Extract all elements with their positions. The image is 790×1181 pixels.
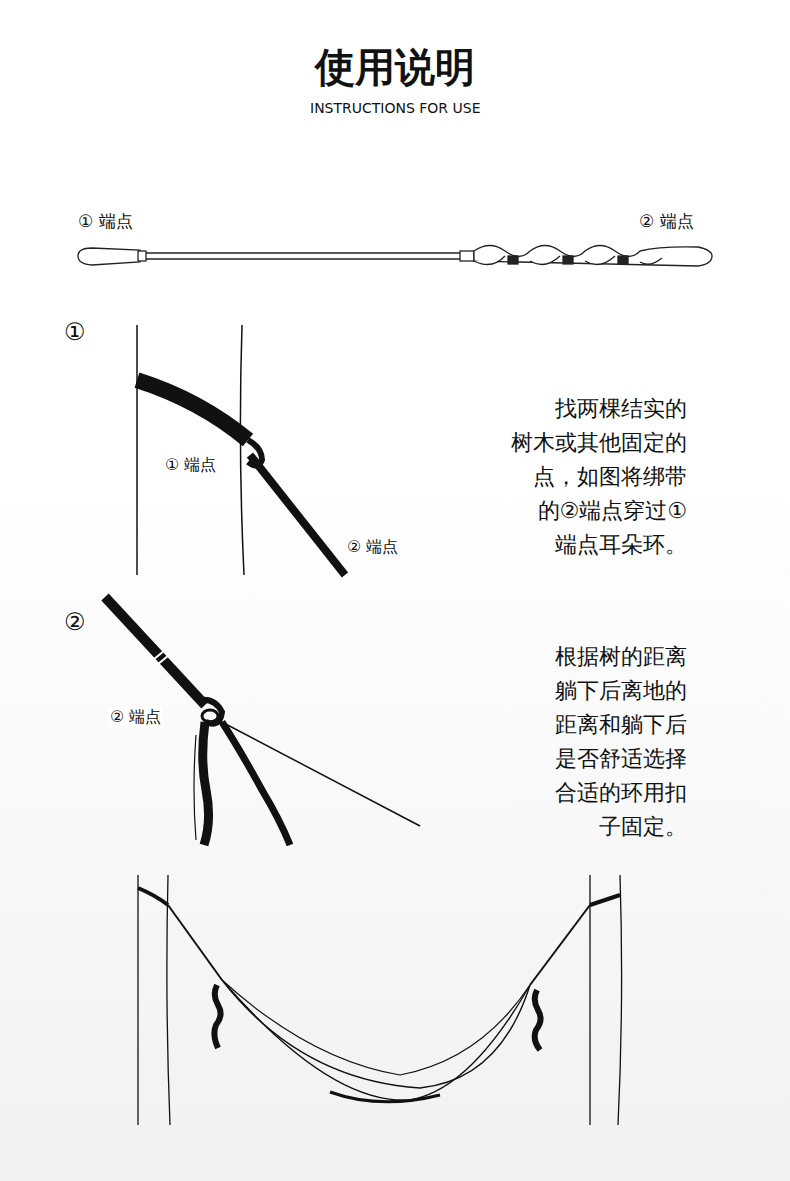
step1-figure: [137, 325, 345, 575]
step2-figure: [105, 597, 420, 845]
hammock-figure: [138, 875, 622, 1125]
end-label: ② 端点: [345, 537, 400, 558]
end-label: ② 端点: [639, 210, 694, 233]
page-title: 使用说明: [315, 40, 475, 95]
step-number: ②: [64, 608, 86, 636]
end-label: ① 端点: [163, 455, 218, 476]
strap-overview: [78, 246, 712, 267]
step-number: ①: [64, 318, 86, 346]
instruction-text: 根据树的距离 躺下后离地的 距离和躺下后 是否舒适选择 合适的环用扣 子固定。: [489, 640, 687, 844]
end-label: ② 端点: [108, 707, 163, 728]
subtitle: INSTRUCTIONS FOR USE: [310, 100, 481, 116]
instruction-text: 找两棵结实的 树木或其他固定的 点，如图将绑带 的②端点穿过① 端点耳朵环。: [489, 392, 687, 562]
end-label: ① 端点: [78, 210, 133, 233]
